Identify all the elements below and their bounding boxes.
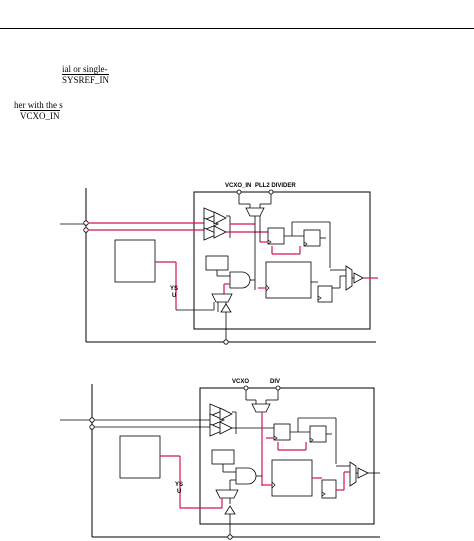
- config-box-1: [205, 255, 229, 271]
- device-outline-2: [199, 387, 375, 525]
- ys-label-2: YS: [175, 482, 183, 488]
- pll2-divider-label: PLL2 DIVIDER: [255, 183, 296, 189]
- text-line-1: ial or single-: [62, 64, 108, 74]
- output-driver-2: [357, 467, 369, 479]
- input-buffer-1: [220, 303, 232, 313]
- diagram-2: VCXO DIV: [60, 379, 380, 540]
- device-outline-1: [193, 191, 371, 330]
- div-pin-2: [275, 385, 281, 391]
- header-rule: [0, 28, 474, 29]
- input-node-1a: [83, 220, 89, 226]
- input-buffers-2: [209, 403, 237, 437]
- u-label-2: U: [177, 489, 181, 495]
- ys-label-1: YS: [170, 286, 178, 292]
- mux-1: [245, 207, 265, 217]
- and-gate-2: [235, 467, 257, 485]
- counter-block-2: [271, 459, 313, 497]
- input-buffer-2: [224, 505, 236, 515]
- vcxo-in-pin-label: VCXO_IN: [225, 183, 251, 189]
- output-mux-1: [345, 265, 353, 291]
- vcxo-pin-2: [243, 385, 249, 391]
- u-label-1: U: [172, 293, 176, 299]
- sysref-node-2: [227, 534, 233, 540]
- sysref-node-1: [223, 339, 229, 345]
- external-device-2: [119, 435, 161, 479]
- vcxo-pin-1: [236, 189, 242, 195]
- output-flop-2: [321, 479, 337, 499]
- vcxo-in-label: VCXO_IN: [20, 110, 60, 121]
- sysref-in-label: SYSREF_IN: [62, 74, 110, 85]
- external-device-1: [114, 239, 156, 283]
- output-driver-1: [353, 272, 364, 284]
- diagram-1: VCXO_IN PLL2 DIVIDER: [60, 183, 378, 345]
- div-pin-1: [268, 189, 274, 195]
- output-flop-1: [317, 285, 333, 303]
- input-node-1b: [83, 227, 89, 233]
- input-mux-2: [215, 489, 239, 499]
- vcxo-pin-label-2: VCXO: [232, 379, 249, 385]
- input-buffers-1: [203, 207, 231, 241]
- config-box-2: [211, 449, 235, 465]
- input-mux-1: [211, 293, 233, 303]
- div-pin-label-2: DIV: [270, 379, 280, 385]
- text-line-3: her with the s: [14, 100, 63, 110]
- mux-2: [251, 403, 271, 413]
- input-node-2a: [89, 417, 95, 423]
- counter-block-1: [265, 261, 312, 299]
- input-node-2b: [89, 424, 95, 430]
- output-mux-2: [349, 461, 357, 487]
- and-gate-1: [229, 271, 251, 289]
